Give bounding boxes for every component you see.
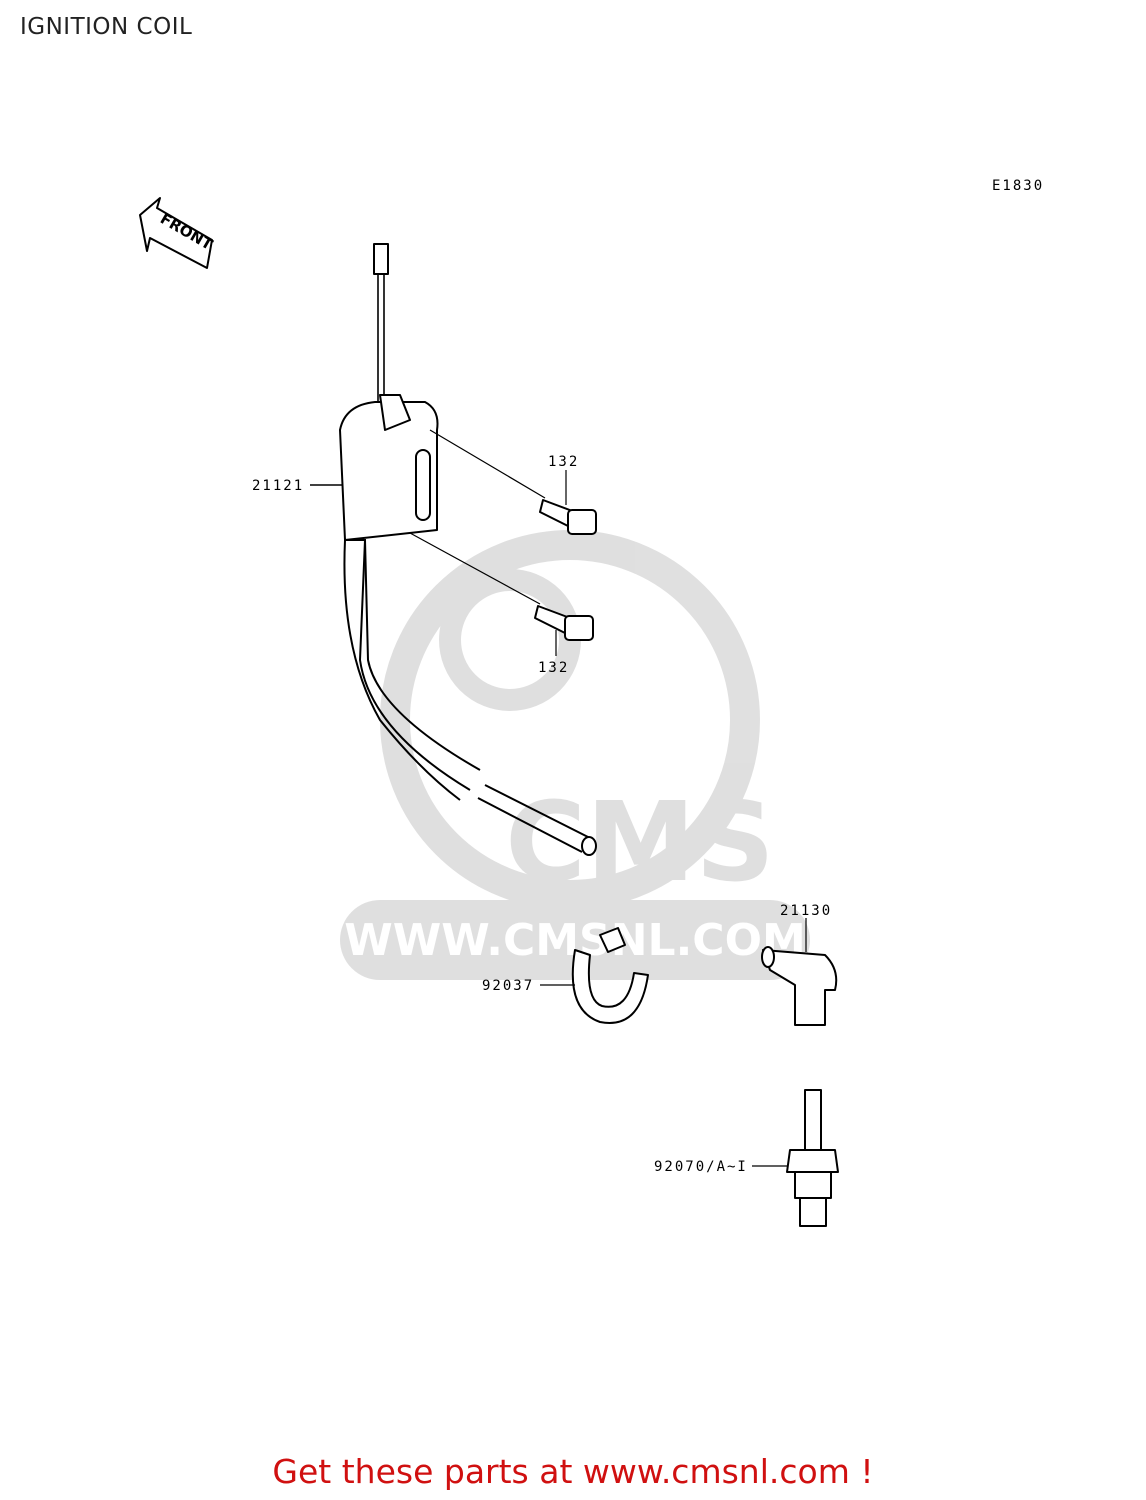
label-21130: 21130 xyxy=(780,903,832,919)
cms-watermark: WWW.CMSNL.COM CMS xyxy=(340,530,810,980)
label-21121: 21121 xyxy=(252,478,304,494)
label-92070: 92070/A~I xyxy=(654,1159,748,1175)
footer-link[interactable]: Get these parts at www.cmsnl.com ! xyxy=(272,1452,874,1491)
clamp-92037[interactable] xyxy=(571,927,649,1024)
label-92037: 92037 xyxy=(482,978,534,994)
bolt-132-upper[interactable] xyxy=(429,429,597,535)
plug-cap-21130[interactable] xyxy=(761,946,838,1026)
front-arrow-icon: FRONT xyxy=(139,197,216,269)
label-132-upper: 132 xyxy=(548,454,579,470)
label-132-lower: 132 xyxy=(538,660,569,676)
page-title: IGNITION COIL xyxy=(20,14,193,40)
watermark-brand: CMS xyxy=(505,778,774,906)
ignition-coil-21121[interactable] xyxy=(339,243,597,856)
spark-plug-92070[interactable] xyxy=(786,1089,839,1227)
diagram-code: E1830 xyxy=(992,178,1044,194)
bolt-132-lower[interactable] xyxy=(409,532,594,641)
parts-diagram: WWW.CMSNL.COM CMS E1830 FRONT 21121 132 xyxy=(139,178,1044,1227)
